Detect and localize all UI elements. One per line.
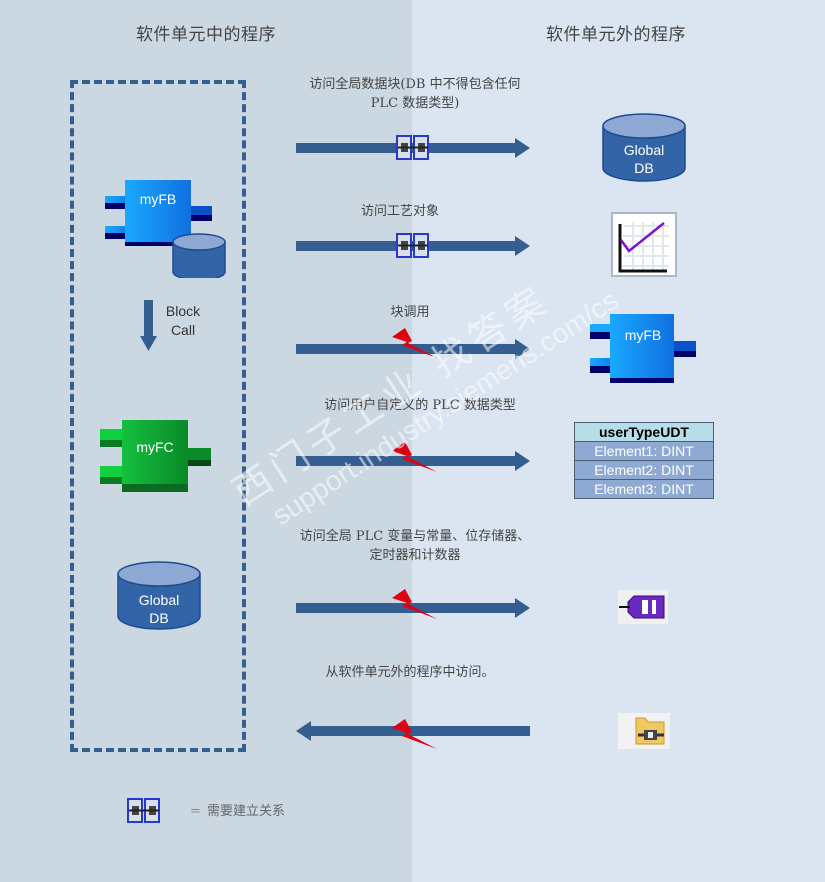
global-db-outside-label: Global DB xyxy=(603,141,685,177)
legend-relation-icon xyxy=(127,798,160,823)
fc-block-label: myFC xyxy=(136,439,174,455)
block-call-label: Block Call xyxy=(160,302,206,340)
global-db-outside xyxy=(602,113,686,182)
row-1-label-line-1: 访问全局数据块(DB 中不得包含任何 xyxy=(309,77,521,92)
udt-table: userTypeUDT Element1: DINT Element2: DIN… xyxy=(574,422,714,499)
legend-equals: = xyxy=(190,804,201,819)
lightning-icon xyxy=(392,719,437,749)
row-1-label: 访问全局数据块(DB 中不得包含任何 PLC 数据类型) xyxy=(280,75,550,113)
block-call-line-1: Block xyxy=(165,303,201,319)
relation-icon xyxy=(396,233,429,258)
global-db-line-1: Global xyxy=(138,592,180,608)
lightning-icon xyxy=(392,328,437,358)
row-6-arrow xyxy=(296,721,530,741)
lightning-icon xyxy=(392,442,437,472)
udt-element: Element3: DINT xyxy=(574,479,714,499)
fb-block-label: myFB xyxy=(139,191,177,207)
legend-text: 需要建立关系 xyxy=(207,804,286,819)
global-db-inside xyxy=(117,561,201,630)
header-inside: 软件单元中的程序 xyxy=(136,25,276,45)
row-4-arrow xyxy=(296,451,530,471)
fb-block-target-label: myFB xyxy=(624,327,662,343)
fb-block-with-instance-db xyxy=(105,180,226,278)
row-5-label: 访问全局 PLC 变量与常量、位存储器、 定时器和计数器 xyxy=(280,527,550,565)
udt-element: Element1: DINT xyxy=(574,441,714,461)
row-5-arrow xyxy=(296,598,530,618)
row-5-label-line-2: 定时器和计数器 xyxy=(369,548,461,563)
row-2-label: 访问工艺对象 xyxy=(360,204,439,219)
technology-object-icon xyxy=(611,212,677,277)
global-db-outside-line-2: DB xyxy=(634,160,654,176)
block-call-line-2: Call xyxy=(170,322,196,338)
lightning-icon xyxy=(392,589,437,619)
fb-block-target xyxy=(590,314,696,383)
relation-icon xyxy=(396,135,429,160)
row-5-label-line-1: 访问全局 PLC 变量与常量、位存储器、 xyxy=(299,529,531,544)
software-unit-boundary xyxy=(70,80,246,752)
folder-interface-icon xyxy=(618,713,670,749)
fc-block xyxy=(100,420,211,492)
header-outside: 软件单元外的程序 xyxy=(546,25,686,45)
row-1-label-line-2: PLC 数据类型) xyxy=(370,96,460,111)
plc-tag-icon xyxy=(618,590,668,624)
global-db-outside-line-1: Global xyxy=(623,142,665,158)
global-db-line-2: DB xyxy=(149,610,169,626)
udt-element: Element2: DINT xyxy=(574,460,714,480)
row-6-label: 从软件单元外的程序中访问。 xyxy=(325,665,495,680)
row-4-label: 访问用户自定义的 PLC 数据类型 xyxy=(324,398,516,413)
block-call-arrow xyxy=(140,300,157,351)
global-db-inside-label: Global DB xyxy=(118,591,200,627)
row-3-arrow xyxy=(296,339,530,359)
row-3-label: 块调用 xyxy=(390,305,430,320)
udt-name: userTypeUDT xyxy=(574,422,714,442)
